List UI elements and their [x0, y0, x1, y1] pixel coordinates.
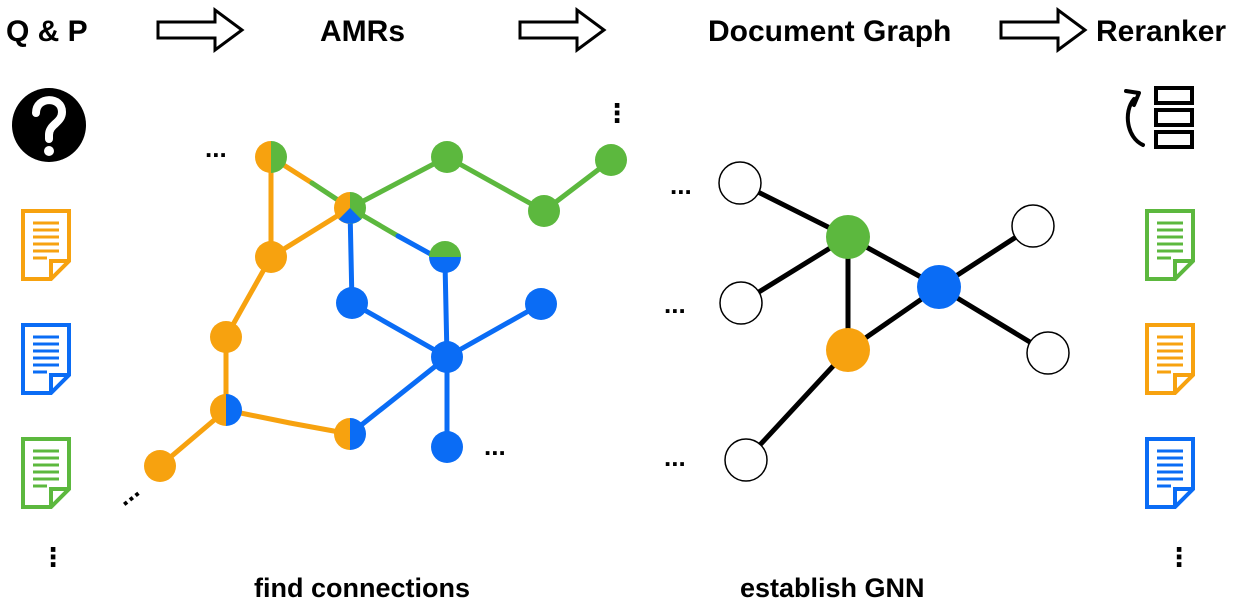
amr-node: [429, 241, 461, 273]
amr-edge: [347, 354, 450, 437]
doc-graph-node-green: [826, 215, 870, 259]
stage-label-qp: Q & P: [6, 15, 88, 48]
amr-graph: [144, 141, 627, 482]
doc-graph-node-blue: [917, 265, 961, 309]
amr-node: [528, 195, 560, 227]
doc-graph-node-white: [719, 281, 763, 325]
stage-label-document-graph: Document Graph: [708, 15, 951, 48]
amr-node: [595, 144, 627, 176]
stage-arrow-3: [999, 7, 1088, 53]
input-documents: [21, 209, 71, 509]
amr-node: [431, 141, 463, 173]
doc-graph-node-white: [724, 438, 768, 482]
question-icon: [12, 88, 86, 162]
ellipsis-amr-bottom-left: ...: [109, 475, 145, 512]
amr-node: [431, 341, 463, 373]
stage-label-amrs: AMRs: [320, 15, 405, 48]
caption-establish-gnn: establish GNN: [740, 573, 925, 603]
ellipsis-amr-top-right: ⋮: [604, 98, 630, 128]
amr-node: [334, 418, 366, 450]
ellipsis-amr-top-left: ...: [205, 133, 227, 163]
input-document-icon-green: [21, 437, 71, 509]
doc-graph-edge: [743, 347, 851, 463]
amr-node: [210, 321, 242, 353]
ellipsis-left-column: ⋮: [40, 542, 66, 572]
caption-find-connections: find connections: [254, 573, 470, 603]
reranked-document-icon-green: [1145, 209, 1195, 281]
stage-arrow-1: [156, 7, 245, 53]
ellipsis-doc-graph-top: ...: [670, 170, 692, 200]
amr-node: [431, 431, 463, 463]
doc-graph-node-white: [1011, 204, 1055, 248]
reranked-documents: [1145, 209, 1195, 509]
amr-node: [525, 288, 557, 320]
doc-graph-node-white: [1026, 331, 1070, 375]
stage-arrow-2: [518, 7, 607, 53]
stage-label-reranker: Reranker: [1096, 15, 1226, 48]
reranked-document-icon-orange: [1145, 323, 1195, 395]
doc-graph-node-white: [718, 161, 762, 205]
amr-edge: [347, 154, 450, 211]
amr-node: [144, 450, 176, 482]
amr-node: [210, 394, 242, 426]
reranked-document-icon-blue: [1145, 437, 1195, 509]
amr-edge: [444, 301, 544, 360]
amr-node: [255, 241, 287, 273]
amr-edge: [444, 154, 547, 214]
rerank-icon: [1124, 86, 1194, 149]
input-document-icon-blue: [21, 323, 71, 395]
ellipsis-doc-graph-bottom: ...: [664, 442, 686, 472]
amr-node: [336, 287, 368, 319]
ellipsis-doc-graph-middle: ...: [664, 289, 686, 319]
input-document-icon-orange: [21, 209, 71, 281]
ellipsis-right-column: ⋮: [1166, 542, 1192, 572]
ellipsis-amr-bottom: ...: [484, 431, 506, 461]
document-graph: [718, 161, 1070, 482]
doc-graph-node-orange: [826, 328, 870, 372]
amr-node: [334, 192, 366, 224]
amr-node: [255, 141, 287, 173]
amr-edge: [349, 300, 450, 360]
